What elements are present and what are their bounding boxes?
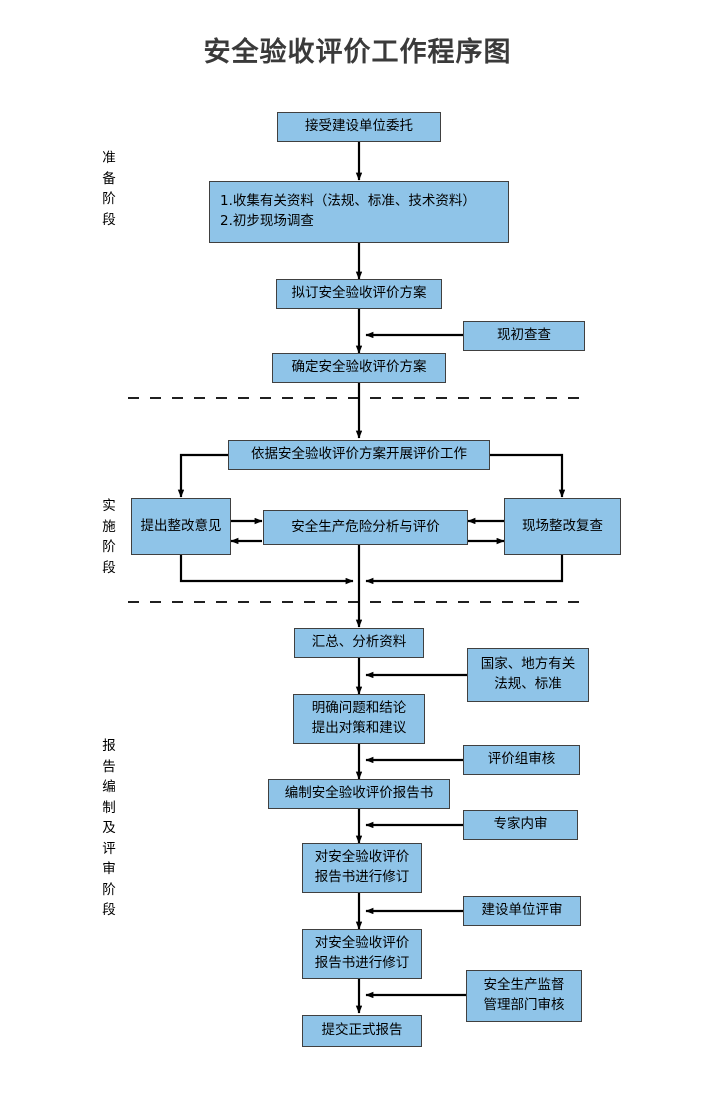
node-revise-report-1[interactable]: 对安全验收评价 报告书进行修订 [302, 843, 422, 893]
edge-rectification-to-summary [179, 555, 354, 585]
edge-evaluation-to-rectification [177, 453, 228, 498]
node-draft-plan[interactable]: 拟订安全验收评价方案 [276, 279, 442, 309]
edge-recheck-to-summary [365, 555, 564, 585]
page-title: 安全验收评价工作程序图 [203, 37, 512, 68]
node-national-local-regs[interactable]: 国家、地方有关 法规、标准 [467, 648, 589, 702]
node-safety-bureau-review[interactable]: 安全生产监督 管理部门审核 [466, 970, 582, 1022]
stage-label-preparation: 准 备 阶 段 [102, 150, 116, 228]
node-owner-review[interactable]: 建设单位评审 [463, 896, 581, 926]
node-review-group[interactable]: 评价组审核 [463, 745, 580, 775]
node-revise-report-2[interactable]: 对安全验收评价 报告书进行修订 [302, 929, 422, 979]
node-confirm-plan[interactable]: 确定安全验收评价方案 [272, 353, 446, 383]
node-expert-review[interactable]: 专家内审 [463, 810, 578, 840]
node-collect-data[interactable]: 1.收集有关资料（法规、标准、技术资料） 2.初步现场调查 [209, 181, 509, 243]
stage-label-report: 报 告 编 制 及 评 审 阶 段 [102, 738, 116, 919]
stage-label-implementation: 实 施 阶 段 [102, 498, 116, 576]
edge-evaluation-to-recheck [490, 453, 566, 498]
node-rectification-opinion[interactable]: 提出整改意见 [131, 498, 231, 555]
node-summarize-data[interactable]: 汇总、分析资料 [294, 628, 424, 658]
node-accept-commission[interactable]: 接受建设单位委托 [277, 112, 441, 142]
node-clarify-conclusion[interactable]: 明确问题和结论 提出对策和建议 [293, 694, 425, 744]
node-preliminary-survey[interactable]: 现初查查 [463, 321, 585, 351]
node-submit-final[interactable]: 提交正式报告 [302, 1015, 422, 1047]
node-hazard-analysis[interactable]: 安全生产危险分析与评价 [263, 510, 468, 545]
node-compile-report[interactable]: 编制安全验收评价报告书 [268, 779, 450, 809]
node-carry-out-evaluation[interactable]: 依据安全验收评价方案开展评价工作 [228, 440, 490, 470]
node-site-recheck[interactable]: 现场整改复查 [504, 498, 621, 555]
